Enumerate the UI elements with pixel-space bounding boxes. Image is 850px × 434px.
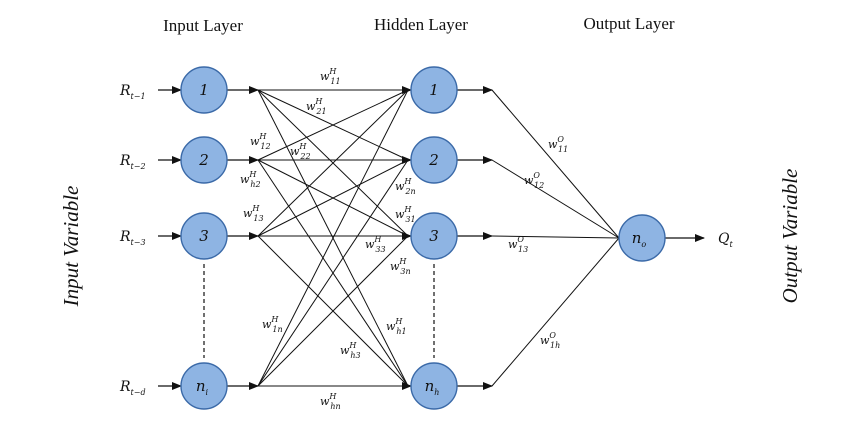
edge-in4-h1 bbox=[257, 89, 409, 387]
edge-in4-h2 bbox=[257, 159, 409, 387]
output-variable: Qt bbox=[718, 231, 733, 249]
input-node-in2 bbox=[180, 136, 228, 184]
edge-in3-h2 bbox=[257, 159, 409, 237]
edge-h1-out bbox=[491, 89, 620, 239]
edge-h3-out bbox=[491, 235, 620, 239]
input-variable-in2: Rt−2 bbox=[119, 153, 146, 171]
hidden-node-h1 bbox=[410, 66, 458, 114]
edge-in3-h1 bbox=[257, 89, 409, 237]
edge-in4-h3 bbox=[257, 235, 409, 387]
input-node-label-in1: 1 bbox=[199, 81, 209, 99]
input-variable-label: Input Variable bbox=[59, 186, 83, 308]
hidden-node-label-h3: 3 bbox=[429, 227, 439, 245]
input-node-ind bbox=[180, 362, 228, 410]
input-variable-ind: Rt−d bbox=[119, 379, 146, 397]
output-node-label: no bbox=[632, 229, 647, 249]
input-node-label-ind: ni bbox=[196, 377, 209, 397]
connection-lines bbox=[257, 89, 620, 387]
input-node-in3 bbox=[180, 212, 228, 260]
hidden-node-h2 bbox=[410, 136, 458, 184]
edge-h2-out bbox=[491, 159, 620, 239]
arrows bbox=[158, 86, 705, 390]
nodes: 1 2 3 ni 1 2 3 nh no bbox=[180, 66, 666, 410]
output-node bbox=[618, 214, 666, 262]
input-node-label-in2: 2 bbox=[198, 151, 209, 169]
input-node-label-in3: 3 bbox=[199, 227, 209, 245]
input-variable-in3: Rt−3 bbox=[119, 229, 146, 247]
edge-in2-h1 bbox=[257, 89, 409, 161]
input-node-in1 bbox=[180, 66, 228, 114]
edge-h4-out bbox=[491, 237, 620, 387]
hidden-layer-title: Hidden Layer bbox=[374, 15, 468, 34]
input-variable-in1: Rt−1 bbox=[119, 83, 146, 101]
output-variable-label: Output Variable bbox=[778, 169, 802, 304]
hidden-node-label-h2: 2 bbox=[428, 151, 439, 169]
hidden-node-hn bbox=[410, 362, 458, 410]
variable-labels: Rt−1Rt−2Rt−3Rt−d Qt bbox=[119, 83, 733, 397]
input-layer-title: Input Layer bbox=[163, 16, 243, 35]
ellipsis-dashes bbox=[203, 264, 435, 358]
output-layer-title: Output Layer bbox=[583, 14, 674, 33]
hidden-node-label-hn: nh bbox=[425, 377, 440, 397]
hidden-node-label-h1: 1 bbox=[429, 81, 439, 99]
hidden-node-h3 bbox=[410, 212, 458, 260]
